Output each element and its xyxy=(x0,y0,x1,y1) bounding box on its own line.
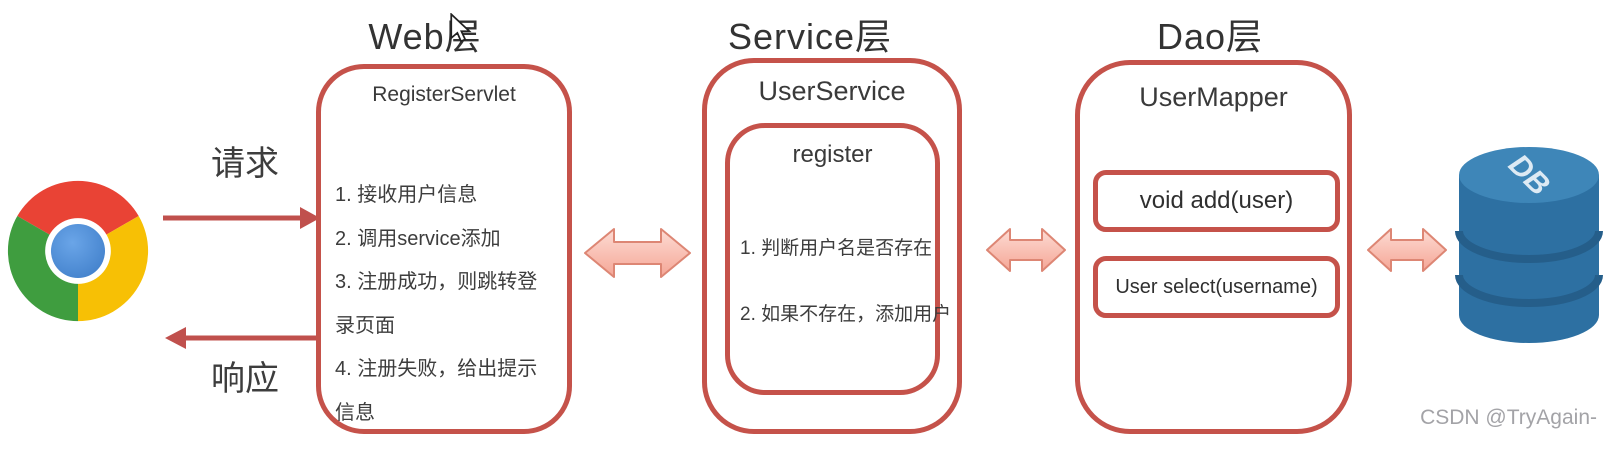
double-headed-arrow-icon xyxy=(1367,228,1447,272)
dao-method-add: void add(user) xyxy=(1093,170,1340,232)
double-headed-arrow-icon xyxy=(986,228,1066,272)
service-box-title: UserService xyxy=(758,76,906,106)
service-layer-box: UserService register 1. 判断用户名是否存在 2. 如果不… xyxy=(702,58,962,434)
web-step-item: 4. 注册失败，给出提示信息 xyxy=(335,358,538,424)
service-step-item: 1. 判断用户名是否存在 xyxy=(740,238,933,259)
request-arrow-icon xyxy=(163,207,320,229)
service-step-item: 2. 如果不存在，添加用户 xyxy=(740,304,952,325)
web-step-item: 2. 调用service添加 xyxy=(335,227,501,250)
dao-layer-title: Dao层 xyxy=(1156,16,1264,57)
dao-method-select-label: User select(username) xyxy=(1115,275,1318,298)
web-layer-box: RegisterServlet 1. 接收用户信息 2. 调用service添加… xyxy=(316,64,572,434)
register-box-title: register xyxy=(792,141,873,168)
service-layer-title: Service层 xyxy=(727,16,893,57)
database-icon: DB xyxy=(1455,147,1603,343)
web-step-item: 1. 接收用户信息 xyxy=(335,184,478,206)
web-layer-title: Web层 xyxy=(368,16,482,57)
dao-layer-box: UserMapper void add(user) User select(us… xyxy=(1075,60,1352,434)
response-label: 响应 xyxy=(211,360,279,398)
response-arrow-icon xyxy=(165,327,322,349)
chrome-browser-icon xyxy=(7,180,149,322)
watermark: CSDN @TryAgain- xyxy=(1420,406,1597,429)
register-method-box: register 1. 判断用户名是否存在 2. 如果不存在，添加用户 xyxy=(725,123,951,395)
mouse-cursor-icon xyxy=(450,13,472,43)
dao-method-select: User select(username) xyxy=(1093,256,1340,318)
web-step-item: 3. 注册成功，则跳转登录页面 xyxy=(335,271,538,337)
dao-method-add-label: void add(user) xyxy=(1139,187,1294,214)
request-label: 请求 xyxy=(211,145,279,183)
dao-box-title: UserMapper xyxy=(1139,82,1288,112)
web-box-title: RegisterServlet xyxy=(372,83,516,106)
double-headed-arrow-icon xyxy=(584,228,691,278)
